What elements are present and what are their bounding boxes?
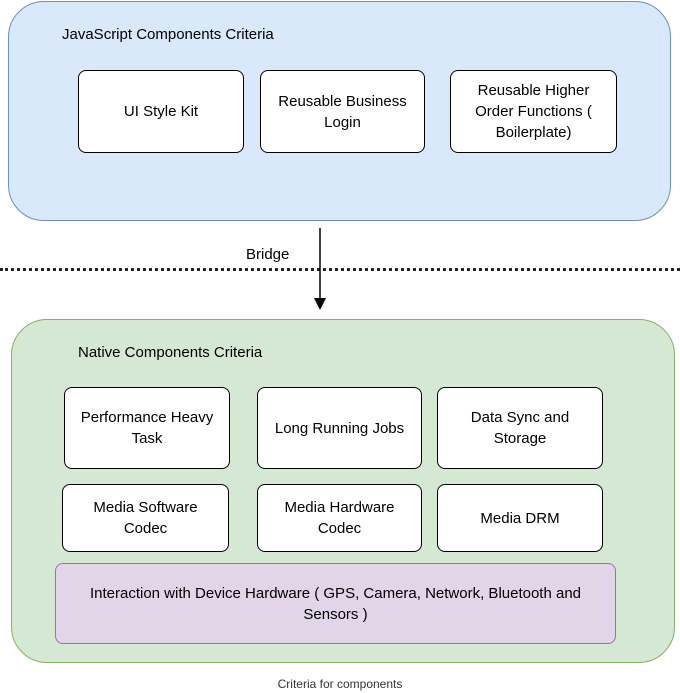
reusable-higher-order-functions-box: Reusable Higher Order Functions ( Boiler… [450,70,617,153]
media-hardware-codec-box: Media Hardware Codec [257,484,422,552]
bridge-label: Bridge [246,246,290,263]
device-hardware-interaction-box: Interaction with Device Hardware ( GPS, … [55,563,616,644]
ui-style-kit-box: UI Style Kit [78,70,244,153]
bridge-arrow [314,228,326,310]
bridge-divider [0,268,680,271]
long-running-jobs-box: Long Running Jobs [257,387,422,469]
media-software-codec-box: Media Software Codec [62,484,229,552]
figure-caption: Criteria for components [277,677,403,691]
performance-heavy-task-box: Performance Heavy Task [64,387,230,469]
javascript-group-title: JavaScript Components Criteria [62,26,274,43]
data-sync-and-storage-box: Data Sync and Storage [437,387,603,469]
native-group-title: Native Components Criteria [78,344,263,361]
media-drm-box: Media DRM [437,484,603,552]
reusable-business-login-box: Reusable Business Login [260,70,425,153]
